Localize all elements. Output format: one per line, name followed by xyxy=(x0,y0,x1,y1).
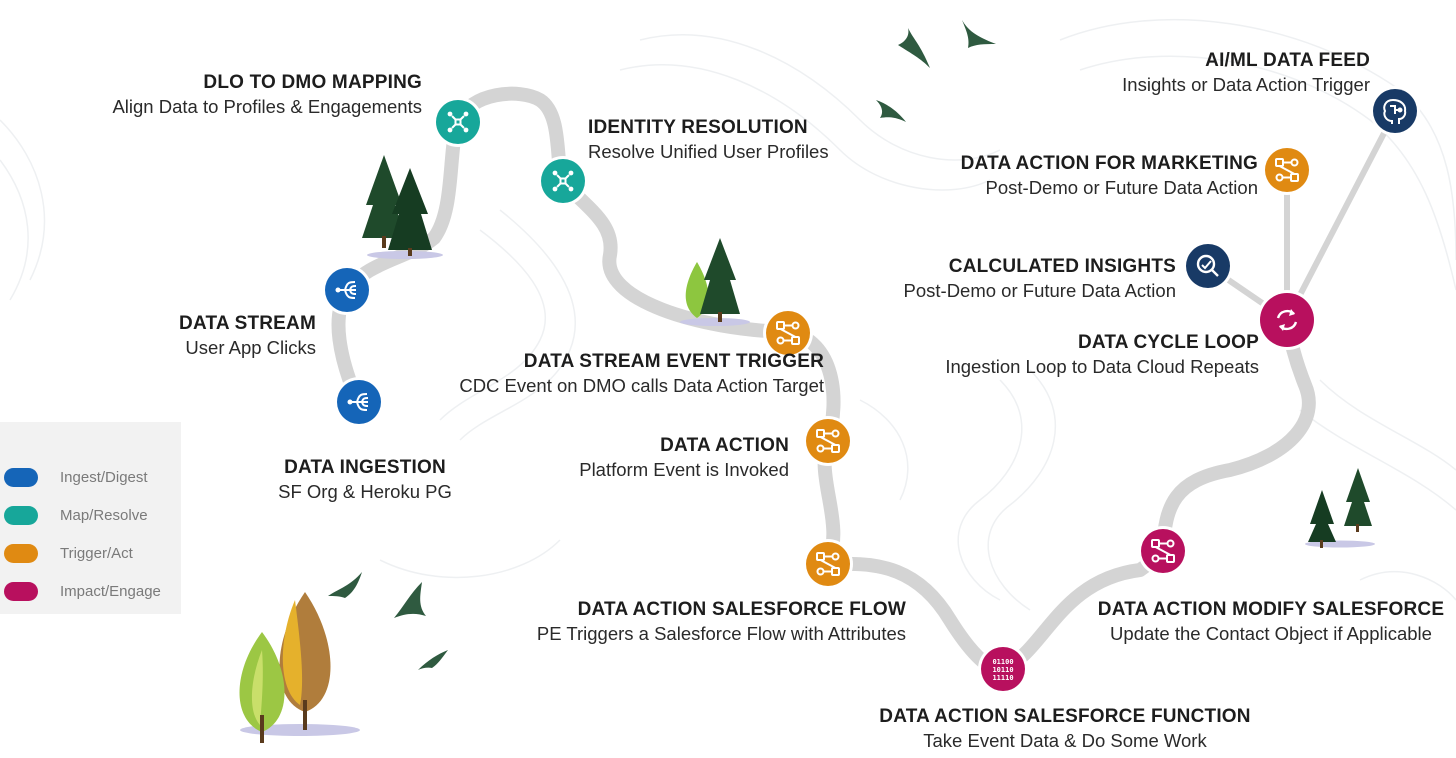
step-title: DATA ACTION FOR MARKETING xyxy=(960,153,1258,174)
legend-swatch xyxy=(4,468,38,487)
step-subtitle: User App Clicks xyxy=(185,337,316,358)
step-title: DATA INGESTION xyxy=(284,457,446,478)
legend-swatch xyxy=(4,506,38,525)
step-subtitle: Resolve Unified User Profiles xyxy=(588,141,829,162)
trail-spur-aiml xyxy=(1284,109,1398,323)
legend-label: Map/Resolve xyxy=(60,507,148,524)
legend: Ingest/Digest Map/Resolve Trigger/Act Im… xyxy=(0,422,181,614)
step-title: AI/ML DATA FEED xyxy=(1205,50,1370,71)
legend-item-trigger: Trigger/Act xyxy=(4,544,179,564)
label-data-action-modify-salesforce: DATA ACTION MODIFY SALESFORCE Update the… xyxy=(1095,598,1447,646)
topographic-contours xyxy=(0,18,1456,611)
step-subtitle: PE Triggers a Salesforce Flow with Attri… xyxy=(536,623,906,644)
step-subtitle: Platform Event is Invoked xyxy=(579,459,789,480)
legend-label: Trigger/Act xyxy=(60,545,133,562)
node-modify[interactable] xyxy=(1138,526,1188,576)
step-title: CALCULATED INSIGHTS xyxy=(948,256,1176,277)
step-title: DATA ACTION xyxy=(660,435,789,456)
label-data-action-salesforce-function: DATA ACTION SALESFORCE FUNCTION Take Eve… xyxy=(860,705,1270,753)
legend-label: Ingest/Digest xyxy=(60,469,148,486)
label-data-cycle-loop: DATA CYCLE LOOP Ingestion Loop to Data C… xyxy=(945,331,1259,379)
svg-text:11110: 11110 xyxy=(992,674,1013,682)
refresh-icon xyxy=(1276,309,1298,331)
step-subtitle: Ingestion Loop to Data Cloud Repeats xyxy=(945,356,1259,377)
node-loop[interactable] xyxy=(1257,290,1317,350)
legend-swatch xyxy=(4,544,38,563)
step-title: DATA STREAM xyxy=(179,313,316,334)
step-subtitle: Post-Demo or Future Data Action xyxy=(985,177,1258,198)
node-dlo[interactable] xyxy=(433,97,483,147)
svg-text:10110: 10110 xyxy=(992,666,1013,674)
node-marketing[interactable] xyxy=(1262,145,1312,195)
magnifier-icon xyxy=(1196,254,1219,277)
node-identity[interactable] xyxy=(538,156,588,206)
node-aiml[interactable] xyxy=(1370,86,1420,136)
label-data-stream: DATA STREAM User App Clicks xyxy=(179,312,316,360)
step-title: DATA STREAM EVENT TRIGGER xyxy=(523,351,824,372)
label-data-action: DATA ACTION Platform Event is Invoked xyxy=(579,434,789,482)
step-title: DATA CYCLE LOOP xyxy=(1077,332,1259,353)
node-flow[interactable] xyxy=(803,539,853,589)
step-subtitle: Align Data to Profiles & Engagements xyxy=(112,96,422,117)
node-stream[interactable] xyxy=(322,265,372,315)
pine-trees-group-2 xyxy=(680,238,750,326)
birds xyxy=(328,20,996,670)
label-ai-ml-data-feed: AI/ML DATA FEED Insights or Data Action … xyxy=(1122,49,1370,97)
pine-trees-group-1 xyxy=(362,155,443,259)
step-title: DATA ACTION MODIFY SALESFORCE xyxy=(1097,599,1445,620)
legend-label: Impact/Engage xyxy=(60,583,161,600)
label-data-action-salesforce-flow: DATA ACTION SALESFORCE FLOW PE Triggers … xyxy=(537,598,906,646)
legend-item-impact: Impact/Engage xyxy=(4,582,179,602)
node-action[interactable] xyxy=(803,416,853,466)
legend-item-map: Map/Resolve xyxy=(4,506,179,526)
pine-trees-group-3 xyxy=(1305,468,1375,548)
svg-text:01100: 01100 xyxy=(992,658,1013,666)
step-title: DLO TO DMO MAPPING xyxy=(203,72,422,93)
step-subtitle: Post-Demo or Future Data Action xyxy=(903,280,1176,301)
step-subtitle: CDC Event on DMO calls Data Action Targe… xyxy=(459,375,824,396)
node-ingestion[interactable] xyxy=(334,377,384,427)
node-calc[interactable] xyxy=(1183,241,1233,291)
label-identity-resolution: IDENTITY RESOLUTION Resolve Unified User… xyxy=(588,116,829,164)
step-subtitle: Insights or Data Action Trigger xyxy=(1122,74,1370,95)
binary-icon: 01100 10110 11110 xyxy=(992,658,1013,682)
step-title: IDENTITY RESOLUTION xyxy=(588,117,808,138)
autumn-trees xyxy=(239,592,360,743)
step-title: DATA ACTION SALESFORCE FLOW xyxy=(577,599,906,620)
step-subtitle: Take Event Data & Do Some Work xyxy=(923,730,1207,751)
label-data-ingestion: DATA INGESTION SF Org & Heroku PG xyxy=(260,456,470,504)
brain-icon xyxy=(1383,99,1407,124)
step-subtitle: SF Org & Heroku PG xyxy=(278,481,452,502)
label-dlo-to-dmo-mapping: DLO TO DMO MAPPING Align Data to Profile… xyxy=(112,71,422,119)
node-event-trigger[interactable] xyxy=(763,308,813,358)
step-subtitle: Update the Contact Object if Applicable xyxy=(1110,623,1432,644)
legend-swatch xyxy=(4,582,38,601)
label-data-stream-event-trigger: DATA STREAM EVENT TRIGGER CDC Event on D… xyxy=(459,350,824,398)
label-data-action-for-marketing: DATA ACTION FOR MARKETING Post-Demo or F… xyxy=(961,152,1258,200)
label-calculated-insights: CALCULATED INSIGHTS Post-Demo or Future … xyxy=(904,255,1176,303)
step-title: DATA ACTION SALESFORCE FUNCTION xyxy=(879,706,1251,727)
node-function[interactable]: 01100 10110 11110 xyxy=(978,644,1028,694)
legend-item-ingest: Ingest/Digest xyxy=(4,468,179,488)
